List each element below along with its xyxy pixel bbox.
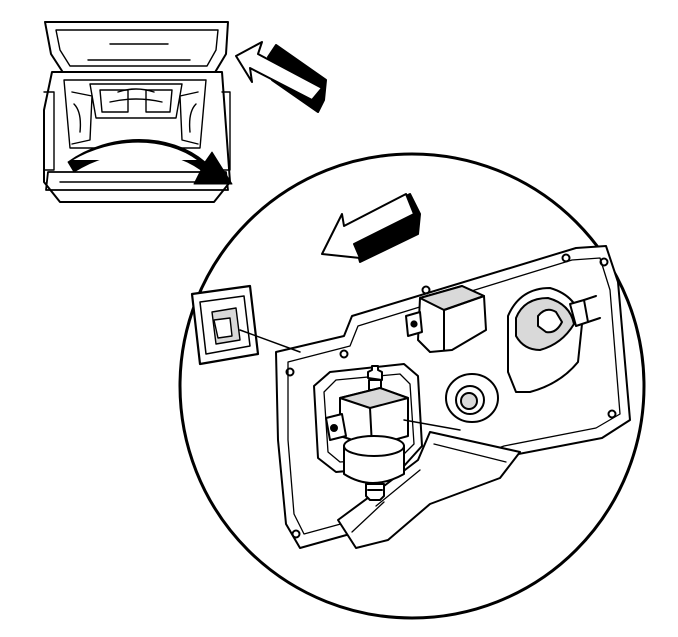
tail-lamp-right (222, 92, 230, 170)
relay-module (406, 286, 486, 352)
access-cover (192, 286, 258, 364)
panel-hole (601, 259, 608, 266)
panel-hole (423, 287, 430, 294)
rear-bumper (46, 172, 228, 190)
round-grommet (446, 374, 498, 422)
removal-direction-arrow (322, 194, 420, 262)
jack-bracket (508, 288, 600, 392)
panel-hole (287, 369, 294, 376)
leader-line (404, 420, 460, 430)
view-direction-arrow (236, 42, 326, 112)
panel-hole (341, 351, 348, 358)
solenoid-valve (326, 366, 408, 500)
cargo-interior (64, 80, 206, 148)
leader-line (240, 330, 300, 352)
vehicle-body (44, 72, 230, 202)
magnify-curved-arrow (68, 140, 232, 185)
vehicle-rear-cargo-overview (44, 22, 230, 202)
panel-hole (563, 255, 570, 262)
tail-lamp-left (44, 92, 54, 170)
panel-hole (293, 531, 300, 538)
panel-hole (609, 411, 616, 418)
